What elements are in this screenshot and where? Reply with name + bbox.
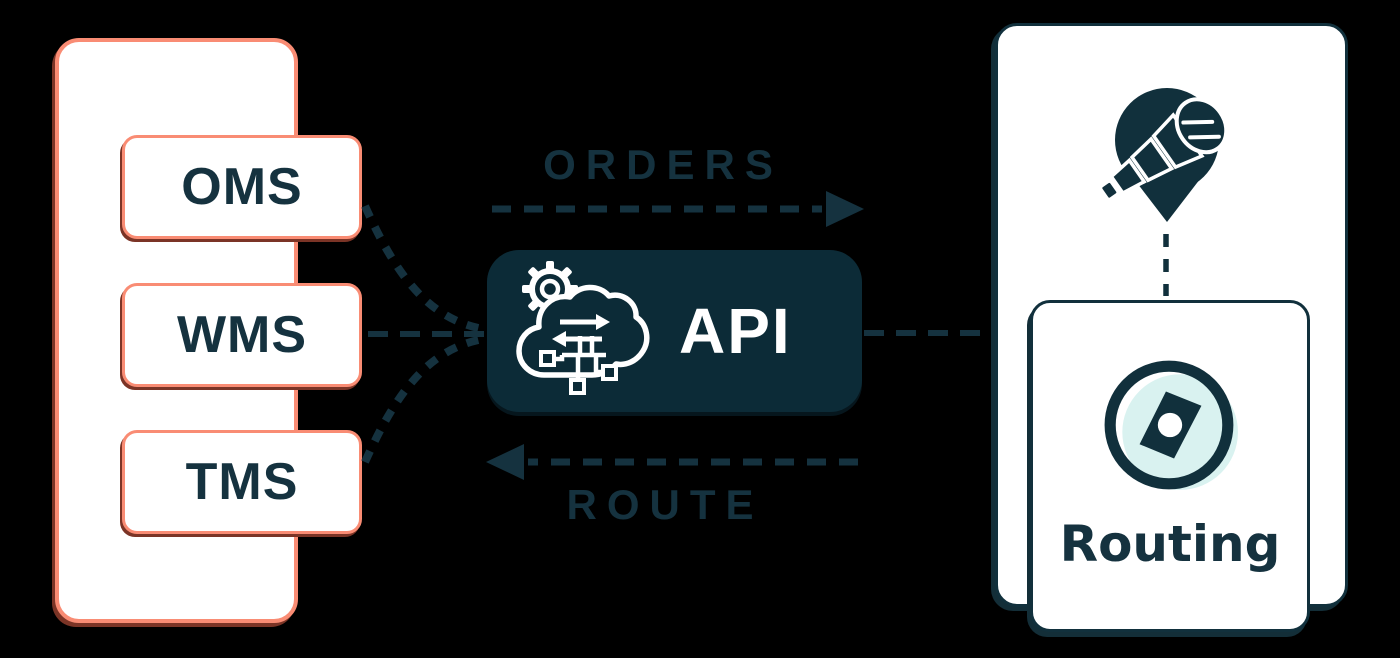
routing-module-box: Routing [1030, 300, 1310, 632]
connector-oms-api [361, 204, 490, 334]
cloud-gear-integration-icon [516, 261, 650, 395]
telescope-map-pin-icon [1098, 88, 1229, 222]
compass-wrap [1099, 355, 1241, 502]
api-label: API [679, 295, 792, 367]
route-arrow [486, 444, 858, 480]
tms-label: TMS [185, 453, 299, 511]
system-box-oms: OMS [122, 135, 362, 239]
exchange-arrows-icon [552, 314, 610, 347]
system-box-wms: WMS [122, 283, 362, 387]
wms-label: WMS [176, 306, 308, 364]
route-flow-label: ROUTE [566, 481, 764, 528]
network-tree-icon [539, 336, 618, 395]
orders-arrow [492, 191, 864, 227]
telescope-map-pin-wrap [1092, 70, 1242, 230]
telescope-icon [1098, 97, 1229, 202]
api-node: API [487, 250, 862, 412]
arrowhead-left-icon [486, 444, 524, 480]
routing-label: Routing [1059, 515, 1281, 573]
arrowhead-right-icon [826, 191, 864, 227]
oms-label: OMS [181, 158, 303, 216]
compass-icon [1104, 360, 1238, 490]
orders-flow-label: ORDERS [543, 141, 783, 188]
connector-tms-api [361, 334, 490, 464]
system-box-tms: TMS [122, 430, 362, 534]
